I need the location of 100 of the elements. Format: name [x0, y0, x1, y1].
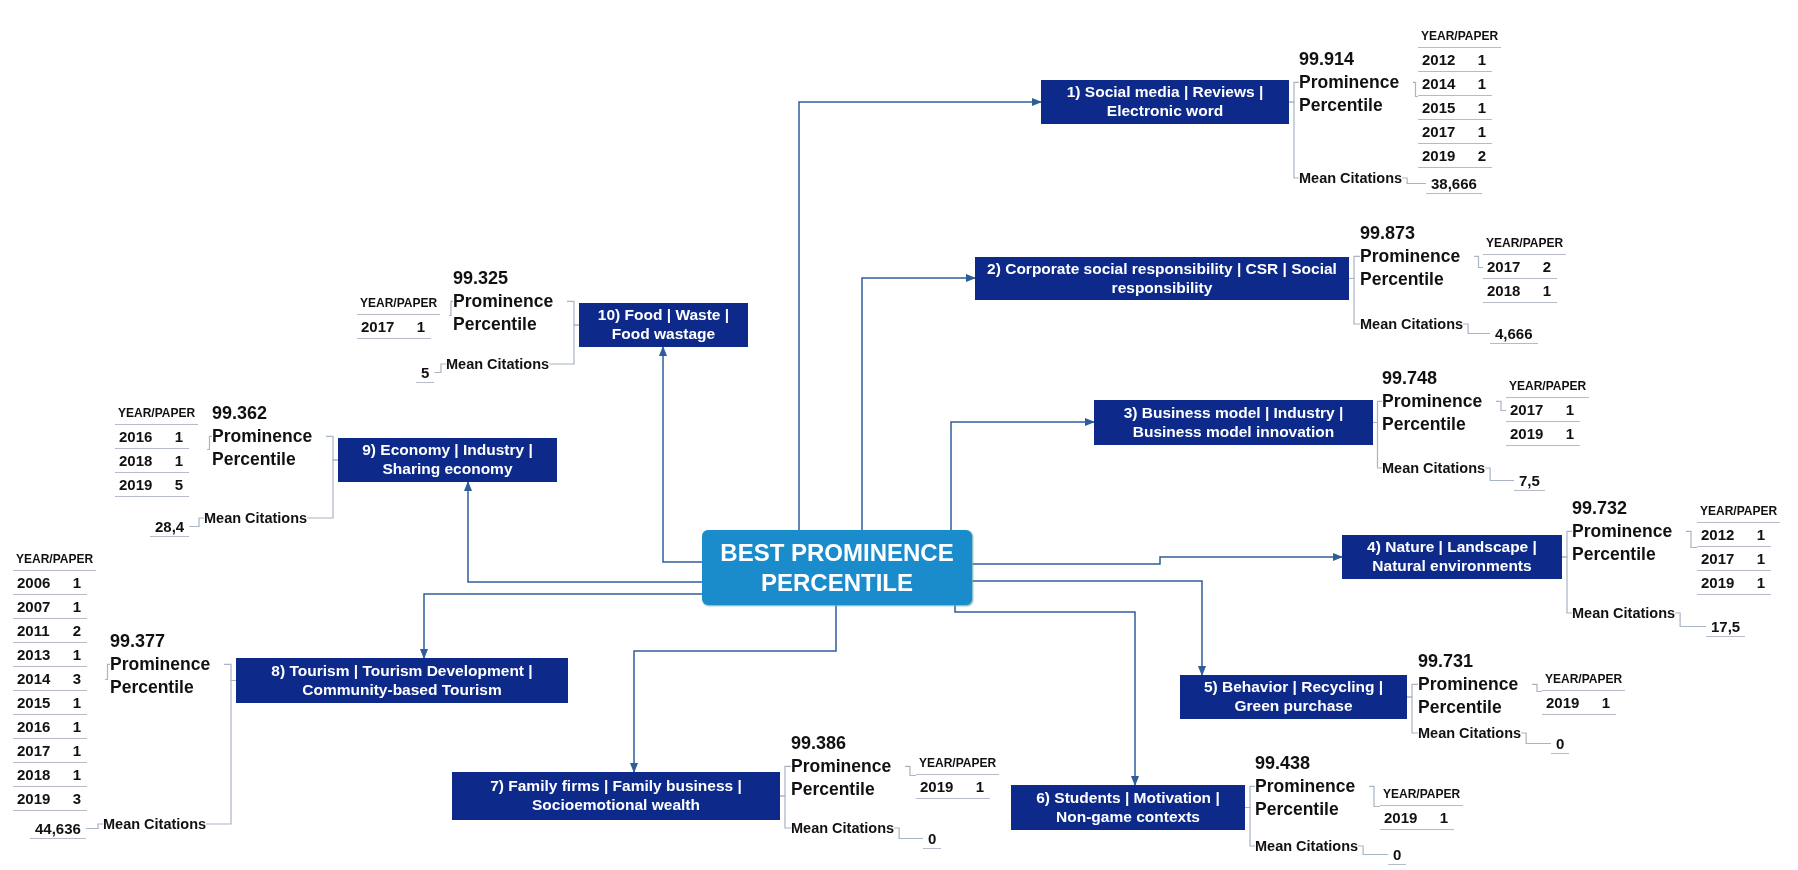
table-header: YEAR/PAPER [13, 548, 97, 571]
paper-count-cell-text: 1 [1756, 549, 1765, 569]
year-cell-text: 2013 [17, 645, 51, 665]
connector-line [1484, 467, 1515, 482]
paper-count-cell-text: 1 [1756, 573, 1765, 593]
percentile-value: 99.377 [110, 630, 166, 653]
paper-count-cell-text: 1 [1565, 424, 1574, 444]
paper-count-cell-text: 2 [1542, 257, 1551, 277]
paper-count-cell-text: 1 [1756, 525, 1765, 545]
table-header: YEAR/PAPER [1697, 500, 1781, 523]
topic-box: 2) Corporate social responsibility | CSR | Social responsibility [975, 257, 1349, 300]
percentile-value: 99.748 [1382, 367, 1438, 390]
year-cell-text: 2017 [361, 317, 395, 337]
paper-count-cell-text: 3 [72, 789, 81, 809]
arrow [629, 604, 837, 774]
paper-count-cell-text: 2 [72, 621, 81, 641]
connector-line [779, 795, 792, 829]
paper-count-cell-text: 1 [1477, 122, 1486, 142]
year-cell-text: 2012 [1701, 525, 1735, 545]
year-cell-text: 2014 [17, 669, 51, 689]
mean-citations-label: Mean Citations [1255, 838, 1359, 854]
connector-line [1531, 683, 1543, 693]
paper-count-cell-text: 1 [174, 451, 183, 471]
percentile-label: Prominence Percentile [791, 755, 893, 801]
percentile-label: Prominence Percentile [1255, 775, 1357, 821]
connector-line [188, 517, 205, 528]
connector-line [104, 663, 111, 681]
topic-box: 3) Business model | Industry | Business model innovation [1094, 400, 1373, 445]
percentile-value: 99.873 [1360, 222, 1416, 245]
table-header: YEAR/PAPER [1542, 668, 1626, 691]
topic-box: 8) Tourism | Tourism Development | Community-based Tourism [236, 658, 568, 703]
connector-line [206, 435, 213, 451]
year-cell-text: 2019 [1422, 146, 1456, 166]
connector-line [306, 459, 339, 519]
table-header: YEAR/PAPER [115, 402, 199, 425]
year-cell-text: 2012 [1422, 50, 1456, 70]
table-header: YEAR/PAPER [1483, 232, 1567, 255]
paper-count-cell-text: 5 [174, 475, 183, 495]
mean-citations-label: Mean Citations [204, 510, 308, 526]
mean-citations-label: Mean Citations [1572, 605, 1676, 621]
mean-citations-value: 28,4 [150, 516, 190, 537]
arrow [861, 273, 977, 531]
mean-citations-value: 4,666 [1490, 323, 1538, 344]
percentile-value: 99.732 [1572, 497, 1628, 520]
paper-count-cell-text: 1 [1477, 50, 1486, 70]
paper-count-cell-text: 1 [1477, 98, 1486, 118]
table-header: YEAR/PAPER [1380, 783, 1464, 806]
paper-count-cell-text: 1 [1565, 400, 1574, 420]
year-cell-text: 2019 [1546, 693, 1580, 713]
connector-line [904, 765, 917, 777]
topic-box: 1) Social media | Reviews | Electronic word [1041, 80, 1289, 124]
year-cell-text: 2017 [1487, 257, 1521, 277]
year-cell-text: 2019 [119, 475, 153, 495]
percentile-value: 99.731 [1418, 650, 1474, 673]
mean-citations-label: Mean Citations [103, 816, 207, 832]
paper-count-cell-text: 2 [1477, 146, 1486, 166]
topic-box: 6) Students | Motivation | Non-game contexts [1011, 785, 1245, 830]
connector-line [1462, 323, 1491, 335]
topic-box: 4) Nature | Landscape | Natural environments [1342, 535, 1562, 579]
paper-count-cell-text: 1 [72, 741, 81, 761]
central-topic-box: BEST PROMINENCE PERCENTILE [702, 530, 972, 605]
mean-citations-value: 5 [416, 362, 435, 383]
table-header: YEAR/PAPER [1506, 375, 1590, 398]
paper-count-cell-text: 1 [72, 597, 81, 617]
percentile-label: Prominence Percentile [1299, 71, 1401, 117]
connector-line [85, 823, 104, 830]
arrow [419, 593, 703, 660]
year-cell-text: 2019 [1510, 424, 1544, 444]
mean-citations-label: Mean Citations [1360, 316, 1464, 332]
connector-line [1412, 81, 1419, 98]
percentile-value: 99.914 [1299, 48, 1355, 71]
arrow [971, 580, 1207, 677]
connector-line [1406, 696, 1419, 734]
paper-count-cell-text: 1 [72, 645, 81, 665]
mean-citations-label: Mean Citations [446, 356, 550, 372]
connector-line [1401, 177, 1427, 185]
table-header: YEAR/PAPER [916, 752, 1000, 775]
percentile-label: Prominence Percentile [453, 290, 555, 336]
year-cell-text: 2017 [1701, 549, 1735, 569]
year-cell-text: 2019 [17, 789, 51, 809]
connector-line [1473, 255, 1484, 269]
connector-line [1288, 101, 1300, 179]
year-cell-text: 2006 [17, 573, 51, 593]
mean-citations-label: Mean Citations [1382, 460, 1486, 476]
topic-box: 9) Economy | Industry | Sharing economy [338, 438, 557, 482]
arrow [798, 97, 1043, 531]
percentile-label: Prominence Percentile [110, 653, 212, 699]
mean-citations-value: 0 [923, 828, 942, 849]
connector-line [1520, 732, 1552, 745]
percentile-value: 99.362 [212, 402, 268, 425]
year-cell-text: 2007 [17, 597, 51, 617]
connector-line [1674, 612, 1707, 628]
table-header: YEAR/PAPER [357, 292, 441, 315]
paper-count-cell-text: 1 [174, 427, 183, 447]
mean-citations-value: 44,636 [30, 818, 86, 839]
year-cell-text: 2017 [17, 741, 51, 761]
year-cell-text: 2011 [17, 621, 50, 641]
year-cell-text: 2019 [920, 777, 954, 797]
year-cell-text: 2016 [17, 717, 51, 737]
year-cell-text: 2017 [1510, 400, 1544, 420]
